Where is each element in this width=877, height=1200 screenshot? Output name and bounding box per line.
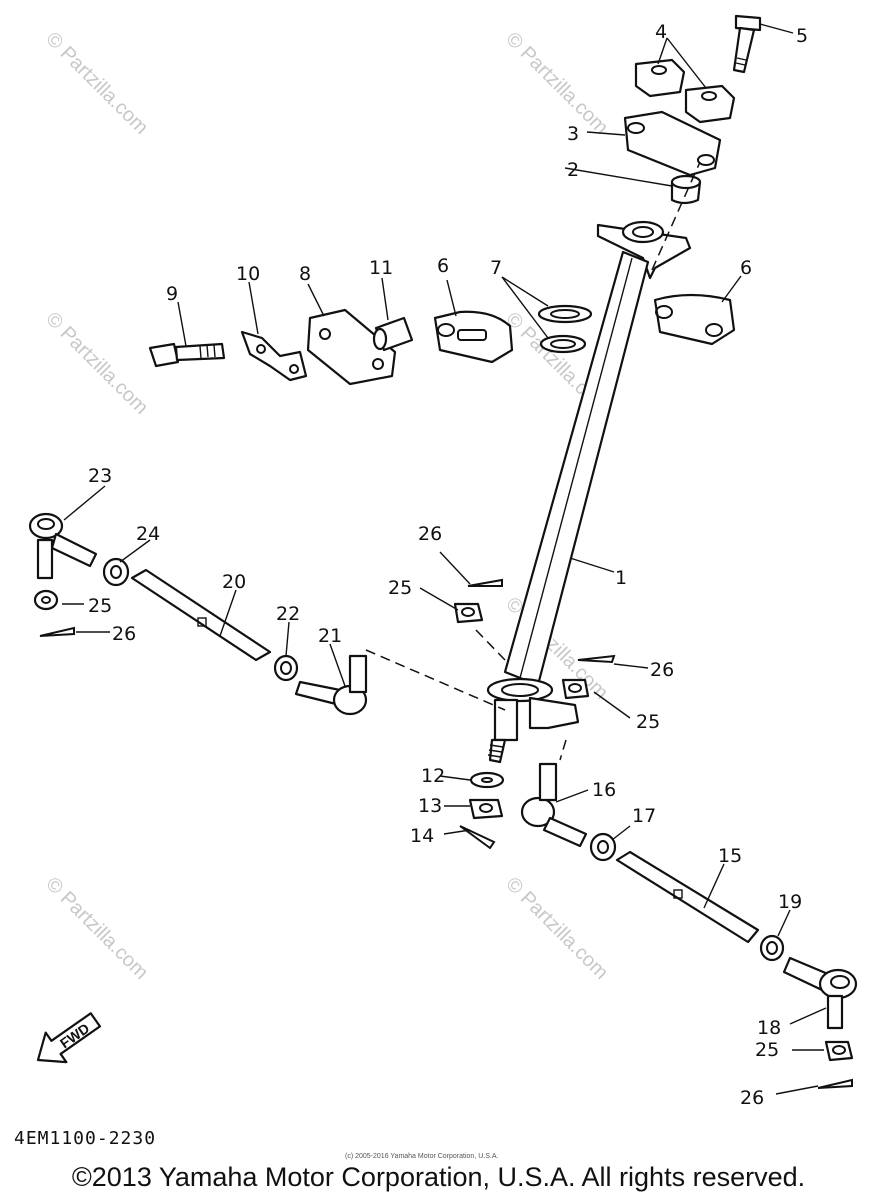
callout-26-d: 26 — [740, 1087, 764, 1109]
upper-holders — [634, 58, 736, 124]
tie-rod-right — [615, 850, 760, 944]
top-bolt — [732, 14, 762, 74]
cotter-pin-14 — [459, 825, 496, 850]
watermarks: © Partzilla.com © Partzilla.com © Partzi… — [41, 28, 612, 984]
drawing-code: 4EM1100-2230 — [14, 1128, 157, 1149]
bushing — [670, 174, 702, 205]
callout-26-b: 26 — [418, 523, 442, 545]
callout-10: 10 — [236, 263, 260, 285]
callout-23: 23 — [88, 465, 112, 487]
lower-holder — [623, 110, 722, 177]
side-bolt — [148, 342, 226, 368]
rod-end-18 — [782, 956, 858, 1030]
castle-nut-25-left — [33, 589, 59, 611]
callout-17: 17 — [632, 805, 656, 827]
steering-parts-diagram: © Partzilla.com © Partzilla.com © Partzi… — [28, 14, 858, 1109]
callout-25-c: 25 — [636, 711, 660, 733]
watermark: © Partzilla.com — [41, 308, 152, 419]
watermark: © Partzilla.com — [501, 28, 612, 139]
rod-end-left — [28, 512, 98, 580]
callout-6-right: 6 — [740, 257, 752, 279]
leader-lines — [62, 23, 827, 1095]
callout-4: 4 — [655, 21, 667, 43]
watermark: © Partzilla.com — [501, 873, 612, 984]
nut-22 — [273, 654, 299, 682]
rod-end-21 — [294, 654, 368, 716]
nut-19 — [759, 934, 785, 962]
clamp-left — [433, 310, 514, 364]
castle-nut-25-far-right — [824, 1040, 854, 1062]
callout-25-d: 25 — [755, 1039, 779, 1061]
watermark: © Partzilla.com — [41, 873, 152, 984]
callout-15: 15 — [718, 845, 742, 867]
callout-26-a: 26 — [112, 623, 136, 645]
lock-plate — [306, 308, 397, 386]
nut-17 — [589, 832, 617, 862]
callout-1: 1 — [615, 567, 627, 589]
callout-11: 11 — [369, 257, 393, 279]
callout-2: 2 — [567, 159, 579, 181]
callout-7: 7 — [490, 257, 502, 279]
nut-24 — [102, 557, 130, 587]
callout-12: 12 — [421, 765, 445, 787]
callout-6-left: 6 — [437, 255, 449, 277]
assembly-lines — [365, 161, 701, 761]
castle-nut-25-center — [453, 602, 484, 624]
small-credit: (c) 2005-2016 Yamaha Motor Corporation, … — [345, 1153, 499, 1160]
callout-24: 24 — [136, 523, 160, 545]
castle-nut-25-right — [561, 678, 590, 700]
rod-end-16 — [520, 762, 588, 848]
split-bushings — [537, 304, 593, 354]
cotter-pins-26 — [39, 578, 853, 1089]
lock-washer — [240, 330, 308, 382]
collar — [372, 316, 414, 352]
callout-26-c: 26 — [650, 659, 674, 681]
callout-9: 9 — [166, 283, 178, 305]
steering-column — [486, 220, 692, 764]
callout-18: 18 — [757, 1017, 781, 1039]
tie-rod-left — [130, 568, 272, 662]
callout-16: 16 — [592, 779, 616, 801]
washer-12 — [469, 771, 505, 789]
callout-25-b: 25 — [388, 577, 412, 599]
callout-13: 13 — [418, 795, 442, 817]
callout-3: 3 — [567, 123, 579, 145]
clamp-right — [653, 293, 736, 346]
callout-25-a: 25 — [88, 595, 112, 617]
callouts: 1 2 3 4 5 6 6 7 8 9 10 11 12 13 14 15 16… — [88, 21, 808, 1109]
callout-5: 5 — [796, 25, 808, 47]
copyright-notice: ©2013 Yamaha Motor Corporation, U.S.A. A… — [71, 1162, 806, 1192]
callout-8: 8 — [299, 263, 311, 285]
nut-13 — [468, 798, 504, 820]
fwd-arrow-icon: FWD — [36, 1012, 102, 1064]
watermark: © Partzilla.com — [41, 28, 152, 139]
callout-14: 14 — [410, 825, 434, 847]
callout-20: 20 — [222, 571, 246, 593]
callout-19: 19 — [778, 891, 802, 913]
callout-21: 21 — [318, 625, 342, 647]
callout-22: 22 — [276, 603, 300, 625]
